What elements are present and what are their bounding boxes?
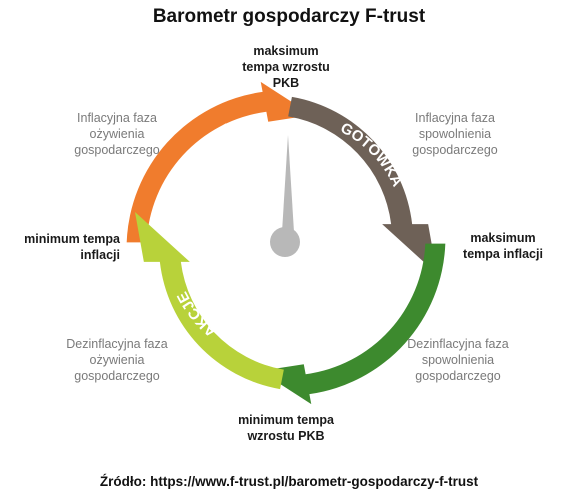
phase-top-right: Inflacyjna faza spowolnienia gospodarcze…: [412, 111, 498, 157]
point-left: minimum tempa inflacji: [24, 232, 120, 262]
point-top: maksimum tempa wzrostu PKB: [242, 44, 330, 90]
phase-top-left: Inflacyjna faza ożywienia gospodarczego: [74, 111, 160, 157]
phase-bottom-right: Dezinflacyjna faza spowolnienia gospodar…: [407, 337, 509, 383]
segment-gotowka: [288, 96, 437, 275]
gauge-needle: [282, 135, 294, 232]
diagram-title: Barometr gospodarczy F-trust: [152, 6, 426, 27]
segment-akcje: [135, 212, 284, 390]
phase-bottom-left: Dezinflacyjna faza ożywienia gospodarcze…: [66, 337, 168, 383]
source-caption: Źródło: https://www.f-trust.pl/barometr-…: [99, 474, 479, 489]
gauge-pivot: [270, 227, 300, 257]
point-right: maksimum tempa inflacji: [463, 231, 543, 261]
segment-obligacje: [260, 243, 446, 405]
point-bottom: minimum tempa wzrostu PKB: [238, 413, 334, 443]
